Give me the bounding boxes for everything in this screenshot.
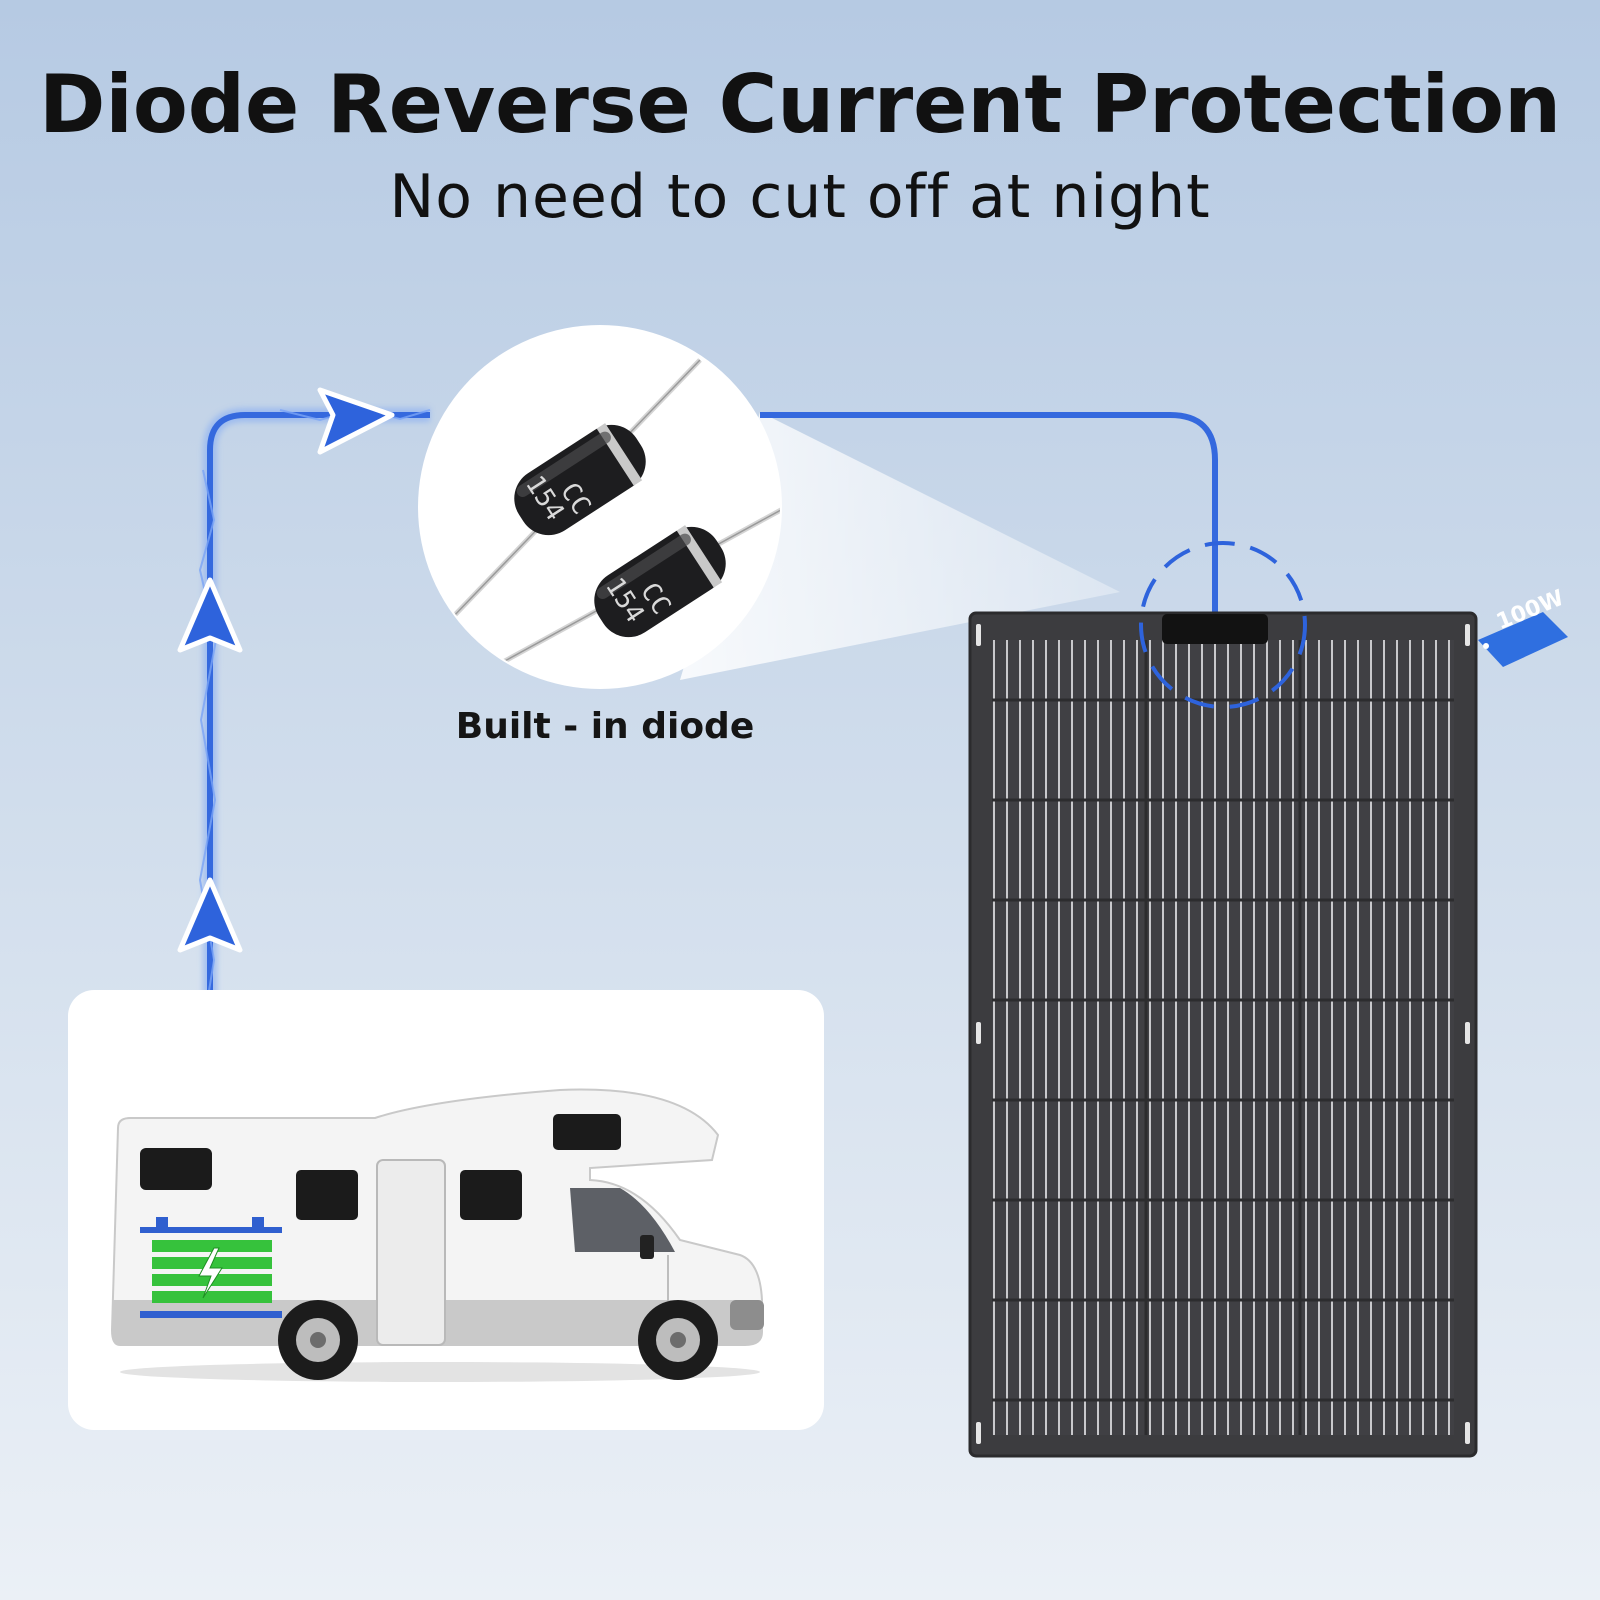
flow-arrow-icon — [177, 877, 243, 953]
battery-icon — [140, 1217, 282, 1318]
diode-component — [514, 423, 646, 536]
page-title: Diode Reverse Current Protection — [38, 58, 1562, 151]
solar-panel — [968, 541, 1478, 1458]
rv-illustration — [110, 1088, 764, 1382]
page-subtitle: No need to cut off at night — [389, 162, 1211, 232]
junction-highlight — [1139, 541, 1307, 709]
diode-caption: Built - in diode — [455, 706, 755, 747]
current-wire — [198, 406, 1218, 1240]
wattage-tag — [1478, 612, 1568, 667]
diode-component — [594, 525, 726, 638]
diode-magnifier: CC 154 CC 154 — [418, 325, 782, 689]
lightning-bolt-icon — [198, 1247, 223, 1299]
rv-wheel — [278, 1300, 358, 1380]
flow-arrow-icon — [177, 577, 243, 653]
rv-wheel — [638, 1300, 718, 1380]
junction-box — [1162, 614, 1268, 644]
flow-arrow-icon — [317, 387, 395, 455]
